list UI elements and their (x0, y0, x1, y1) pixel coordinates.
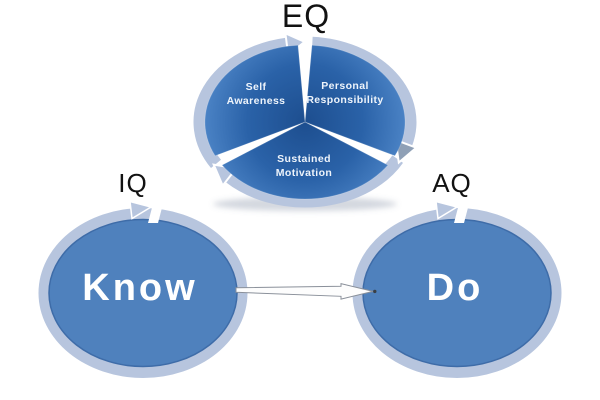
know-circle (48, 218, 238, 368)
iq-label: IQ (118, 168, 148, 198)
know-text: Know (82, 267, 198, 309)
eq-ring-arc-left (193, 37, 288, 169)
eq-ring-arc-bottom (225, 155, 404, 208)
know-ring-gap (148, 200, 164, 223)
aq-label: AQ (432, 168, 472, 198)
know-do-arrow-tip-dot (373, 289, 377, 294)
know-do-arrow-icon (235, 282, 374, 300)
eq-segment-personal-responsibility (304, 44, 406, 157)
segment-label-self-awareness: Self Awareness (226, 81, 286, 107)
know-ring-arrow-icon (129, 200, 153, 220)
do-text: Do (426, 267, 484, 309)
eq-segment-self-awareness (204, 44, 306, 157)
eq-label: EQ (281, 0, 331, 34)
do-ring-gap (454, 200, 470, 223)
do-ring-arrow-icon (435, 200, 459, 220)
segment-label-sustained-motivation: Sustained Motivation (275, 153, 333, 179)
segment-label-personal-responsibility: Personal Responsibility (306, 80, 384, 106)
eq-ring-arc-right (311, 36, 417, 147)
eq-segment-sustained-motivation (221, 121, 389, 200)
